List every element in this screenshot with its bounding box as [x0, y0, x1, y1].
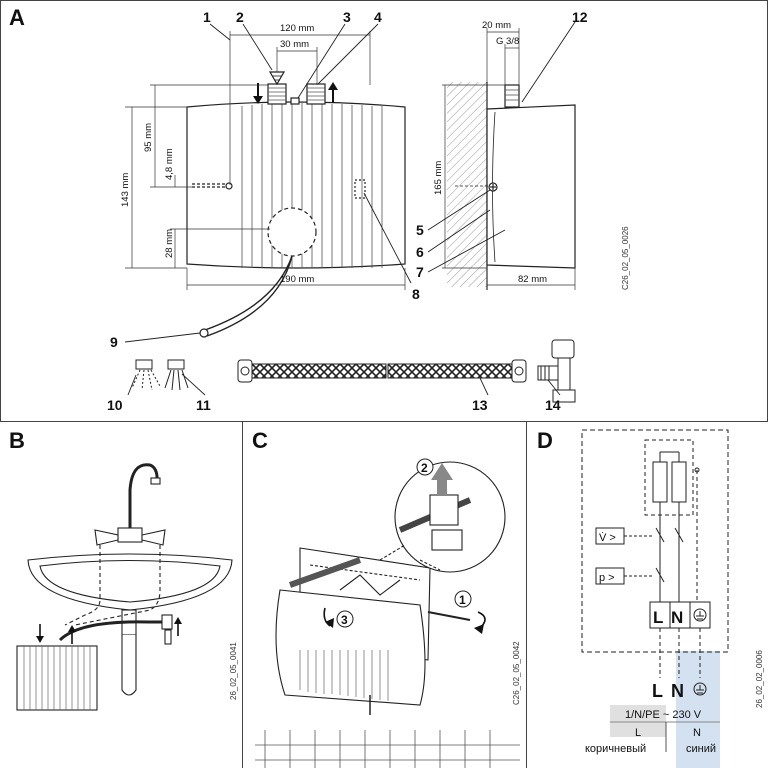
callout-5: 5 [416, 222, 424, 238]
leader-9 [124, 332, 201, 343]
pressure-switch-label: p > [599, 572, 615, 584]
wire-l-code: L [635, 727, 641, 739]
brown-wire-highlight [610, 705, 666, 737]
flow-switch-label: V̇ > [599, 531, 616, 544]
drawing-code-d: 26_02_02_0006 [755, 650, 764, 708]
callout-1: 1 [203, 9, 211, 25]
step-arrows [323, 463, 486, 634]
dim-82mm: 82 mm [518, 274, 547, 285]
callout-3: 3 [343, 9, 351, 25]
side-view-dimension-lines [442, 28, 576, 290]
step-1: 1 [459, 593, 466, 607]
callout-13: 13 [472, 397, 488, 413]
step-3: 3 [341, 613, 348, 627]
shower-head-11 [164, 359, 189, 391]
front-view-flow-arrows [253, 82, 338, 104]
wire-n-code: N [693, 727, 701, 739]
wiring-diagram [581, 429, 729, 752]
front-view-heater [186, 71, 406, 338]
callout-6: 6 [416, 244, 424, 260]
dim-4-8mm: 4,8 mm [164, 148, 175, 180]
supply-l-label: L [652, 681, 663, 701]
wire-l-color: коричневый [585, 743, 646, 755]
wire-n-color: синий [686, 743, 716, 755]
braided-hose-13 [237, 359, 527, 383]
sink-flow-arrows [36, 617, 182, 644]
callout-7: 7 [416, 264, 424, 280]
callout-14: 14 [545, 397, 561, 413]
step-2: 2 [421, 461, 428, 475]
callout-2: 2 [236, 9, 244, 25]
callout-9: 9 [110, 334, 118, 350]
panel-label-c: C [252, 428, 268, 453]
shower-head-10 [131, 359, 161, 391]
accessories-leader-lines [127, 373, 561, 396]
callout-8: 8 [412, 286, 420, 302]
side-view-heater [447, 82, 576, 290]
dim-95mm: 95 mm [143, 123, 154, 152]
dim-190mm: 190 mm [280, 274, 314, 285]
terminal-l-label: L [653, 608, 663, 627]
panel-label-b: B [9, 428, 25, 453]
step-badges [336, 458, 472, 628]
front-view-dimension-lines [125, 31, 406, 290]
drawing-code-c: C26_02_05_0042 [512, 641, 521, 705]
dim-165mm: 165 mm [433, 161, 444, 195]
terminal-n-label: N [671, 608, 683, 627]
panel-label-a: A [9, 5, 25, 30]
angle-valve-14 [537, 339, 576, 403]
callout-4: 4 [374, 9, 382, 25]
dim-143mm: 143 mm [120, 173, 131, 207]
dim-30mm: 30 mm [280, 39, 309, 50]
drawing-code-a: C26_02_05_0026 [621, 226, 630, 290]
sink-installation [16, 463, 233, 711]
cover-removal-drawing [255, 461, 520, 768]
dim-20mm: 20 mm [482, 20, 511, 31]
drawing-code-b: 26_02_05_0041 [229, 642, 238, 700]
callout-12: 12 [572, 9, 588, 25]
dim-g3-8: G 3/8 [496, 36, 519, 47]
callout-10: 10 [107, 397, 123, 413]
dim-120mm: 120 mm [280, 23, 314, 34]
supply-n-label: N [671, 681, 684, 701]
supply-spec: 1/N/PE ~ 230 V [625, 709, 702, 721]
front-view-leader-lines [209, 23, 412, 284]
panel-label-d: D [537, 428, 553, 453]
earth-wire-highlight [676, 651, 720, 768]
side-view-leader-lines [427, 21, 576, 273]
dim-28mm: 28 mm [164, 229, 175, 258]
callout-11: 11 [196, 397, 211, 413]
